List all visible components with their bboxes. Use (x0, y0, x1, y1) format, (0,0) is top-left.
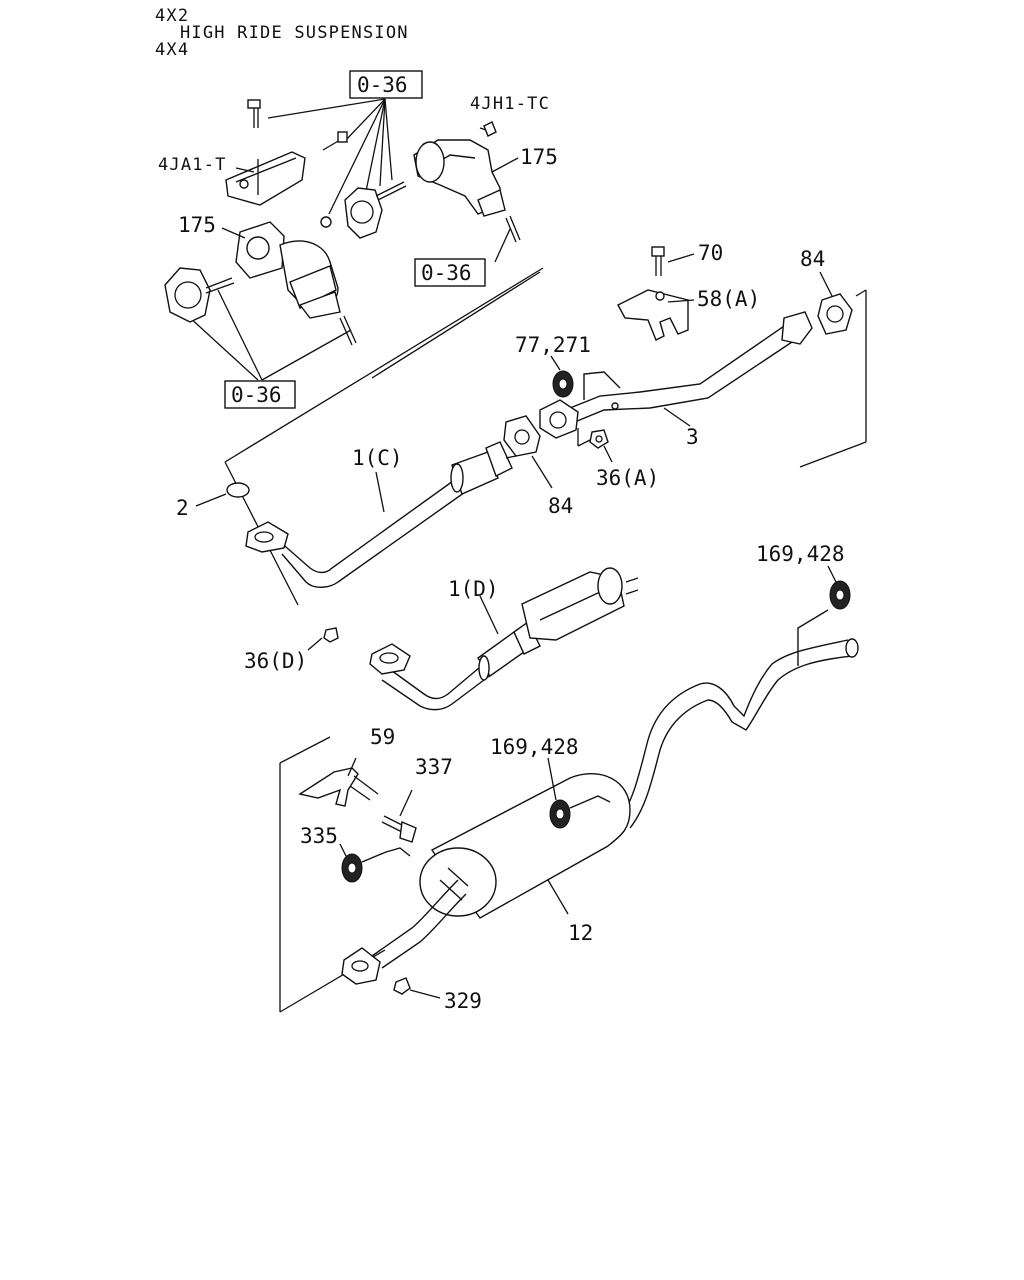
label-329: 329 (444, 989, 482, 1013)
ref-mid-label: 0-36 (421, 261, 472, 285)
leader-2 (195, 493, 227, 507)
label-70: 70 (698, 241, 723, 265)
leader-329 (409, 989, 441, 999)
hanger-77-271 (552, 370, 574, 398)
ref-box-top: 0-36 (349, 70, 423, 99)
leader-77-271 (550, 355, 561, 371)
silencer-inlet-pipe (341, 879, 467, 985)
label-4jh1-tc: 4JH1-TC (470, 94, 550, 114)
leader-1d (479, 595, 499, 635)
bracket-58a (617, 289, 689, 341)
stud-4jh1 (375, 181, 407, 201)
pipe-3 (539, 311, 813, 439)
stud-4jh1-lower (505, 215, 521, 243)
leader-169-428-mid (547, 757, 557, 801)
leader-36a (603, 445, 613, 463)
leader-337 (399, 789, 413, 817)
stud-4ja1-lower (339, 315, 357, 346)
header-4x2: 4X2 (155, 6, 189, 26)
leader-335 (339, 843, 347, 857)
bracket-59 (298, 767, 379, 807)
header-suspension: HIGH RIDE SUSPENSION (180, 23, 409, 43)
label-3: 3 (686, 425, 699, 449)
bolt-70 (651, 246, 665, 276)
nut-4jh1 (479, 121, 497, 137)
header-4x4: 4X4 (155, 40, 189, 60)
bolt-4ja1-top (247, 99, 261, 128)
ref-box-left: 0-36 (224, 380, 296, 409)
nut-4ja1 (320, 216, 332, 228)
nut-36a-guide-h (577, 439, 591, 447)
nut-36a (589, 429, 609, 449)
label-169-428-top: 169,428 (756, 542, 845, 566)
label-12: 12 (568, 921, 593, 945)
ref-top-leaders (267, 98, 393, 215)
turbo-heatshield-4ja1 (225, 151, 306, 206)
hanger-169-428-top (829, 580, 851, 610)
ref-top-label: 0-36 (357, 73, 408, 97)
label-175-right: 175 (520, 145, 558, 169)
gasket-84-right (817, 293, 853, 335)
label-1d: 1(D) (448, 577, 499, 601)
bolt-337 (381, 815, 417, 843)
leader-4ja1 (235, 167, 255, 173)
label-175-left: 175 (178, 213, 216, 237)
pipe-1c (245, 441, 517, 588)
stud-4ja1 (205, 277, 235, 294)
bolt-4ja1-side (322, 131, 348, 151)
leader-70 (667, 253, 695, 263)
turbo-outlet-4jh1 (413, 139, 506, 217)
label-77-271: 77,271 (515, 333, 591, 357)
o-ring-2 (226, 482, 250, 498)
ref-left-label: 0-36 (231, 383, 282, 407)
label-84-right: 84 (800, 247, 825, 271)
label-59: 59 (370, 725, 395, 749)
label-337: 337 (415, 755, 453, 779)
label-335: 335 (300, 824, 338, 848)
hanger-335 (341, 847, 411, 883)
label-36a: 36(A) (596, 466, 659, 490)
label-1c: 1(C) (352, 446, 403, 470)
tail-pipe (619, 609, 859, 829)
label-169-428-mid: 169,428 (490, 735, 579, 759)
label-84-mid: 84 (548, 494, 573, 518)
leader-84-right (819, 271, 833, 297)
leader-36d (307, 637, 323, 651)
nut-329 (393, 977, 411, 995)
leader-3 (663, 407, 691, 427)
silencer-12 (419, 773, 631, 919)
hanger-169-428-mid (549, 795, 611, 829)
leader-175-right (491, 157, 519, 173)
label-36d: 36(D) (244, 649, 307, 673)
pipe-1d (369, 567, 639, 711)
ref-box-mid: 0-36 (414, 258, 486, 287)
leader-1c (375, 471, 385, 513)
gasket-4ja1 (164, 267, 211, 323)
gasket-4jh1 (344, 187, 383, 239)
gasket-84-mid (503, 415, 541, 457)
leader-58a (667, 299, 695, 303)
label-2: 2 (176, 496, 189, 520)
label-58a: 58(A) (697, 287, 760, 311)
leader-175-left (221, 227, 246, 239)
leader-12 (547, 879, 569, 915)
leader-169-428-top (827, 565, 837, 583)
turbo-outlet-4ja1 (235, 221, 341, 319)
leader-84-mid (531, 455, 553, 489)
leader-59 (347, 757, 357, 777)
nut-36d (323, 627, 339, 643)
label-4ja1-t: 4JA1-T (158, 155, 227, 175)
